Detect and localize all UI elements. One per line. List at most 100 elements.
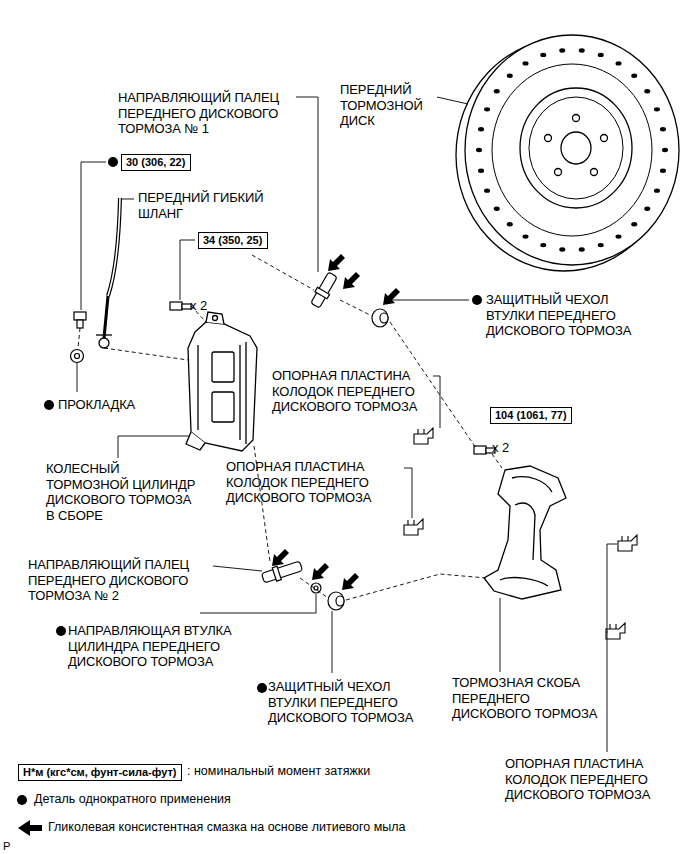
quantity-label-box: x 2 xyxy=(492,440,532,456)
leader-line xyxy=(180,240,195,300)
legend-text: Гликолевая консистентная смазка на основ… xyxy=(48,820,406,834)
grease-arrow xyxy=(328,254,345,271)
caliper-cylinder xyxy=(186,432,205,450)
disc-hole xyxy=(654,188,660,192)
leader-line xyxy=(404,468,412,518)
disc-hole xyxy=(523,61,529,65)
caliper-cylinder xyxy=(198,342,246,444)
disc-hole xyxy=(631,73,637,77)
part-label-box: ПРОКЛАДКА xyxy=(58,397,178,413)
disc-hole xyxy=(494,207,500,211)
bushing-boot xyxy=(336,596,344,606)
disc-hole xyxy=(598,53,604,57)
assembly-line xyxy=(104,348,188,360)
bolt xyxy=(182,304,191,309)
bolt xyxy=(474,446,486,454)
legend-item: : номинальный момент затяжки xyxy=(187,764,370,779)
quantity-label-box: x 2 xyxy=(190,298,230,314)
grease-arrow xyxy=(342,573,359,590)
disc-hole xyxy=(616,61,622,65)
brake-hose xyxy=(104,296,108,338)
part-label-box: НАПРАВЛЯЮЩИЙ ПАЛЕЦ ПЕРЕДНЕГО ДИСКОВОГО Т… xyxy=(28,557,214,604)
gasket xyxy=(71,350,84,363)
leader-line xyxy=(296,97,318,272)
bushing-boot xyxy=(372,309,388,327)
caliper-cylinder xyxy=(212,352,234,382)
brake-disc xyxy=(555,169,562,176)
part-label-box: ПЕРЕДНИЙ ТОРМОЗНОЙ ДИСК xyxy=(340,82,440,129)
leader-line xyxy=(118,436,189,458)
disc-hole xyxy=(478,169,484,173)
guide-pin xyxy=(272,566,281,581)
bushing-boot xyxy=(328,592,344,610)
part-label: НАПРАВЛЯЮЩАЯ ВТУЛКА ЦИЛИНДРА ПЕРЕДНЕГО Д… xyxy=(68,623,232,669)
pad-support-plate xyxy=(404,519,423,535)
part-label-box: ЗАЩИТНЫЙ ЧЕХОЛ ВТУЛКИ ПЕРЕДНЕГО ДИСКОВОГ… xyxy=(486,292,636,339)
one-time-dot xyxy=(44,400,54,410)
torque-value: Н*м (кгс*см, фунт-сила-фут) xyxy=(23,766,177,779)
disc-hole xyxy=(507,73,513,77)
caliper-bracket xyxy=(484,466,566,599)
brake-disc xyxy=(465,35,679,265)
assembly-line xyxy=(492,454,502,468)
part-label: ПЕРЕДНИЙ ГИБКИЙ ШЛАНГ xyxy=(138,190,264,221)
disc-holes xyxy=(476,48,668,251)
leader-line xyxy=(77,363,78,392)
part-label-box: ТОРМОЗНАЯ СКОБА ПЕРЕДНЕГО ДИСКОВОГО ТОРМ… xyxy=(452,675,602,722)
grease-arrow xyxy=(312,563,329,580)
brake-hose xyxy=(99,338,109,348)
bolt xyxy=(170,302,182,310)
legend-text: Деталь однократного применения xyxy=(34,792,231,806)
quantity-label: x 2 xyxy=(492,440,509,455)
leader-line xyxy=(332,611,333,673)
one-time-dot xyxy=(472,295,482,305)
guide-pin xyxy=(261,271,339,585)
part-label: НАПРАВЛЯЮЩИЙ ПАЛЕЦ ПЕРЕДНЕГО ДИСКОВОГО Т… xyxy=(118,90,279,136)
assembly-line xyxy=(340,300,372,316)
leader-line xyxy=(200,594,316,613)
brake-disc xyxy=(591,169,598,176)
disc-hole xyxy=(660,127,666,131)
part-label: ЗАЩИТНЫЙ ЧЕХОЛ ВТУЛКИ ПЕРЕДНЕГО ДИСКОВОГ… xyxy=(268,679,413,725)
leader-line xyxy=(121,199,134,200)
assembly-line xyxy=(252,255,314,290)
disc-hole xyxy=(478,127,484,131)
one-time-dot xyxy=(44,157,482,693)
grease-arrow xyxy=(272,549,289,566)
torque-box: 104 (1061, 77) xyxy=(490,407,572,424)
leader-line xyxy=(437,97,468,104)
bolt xyxy=(74,312,86,320)
bushing-boot xyxy=(380,313,388,323)
gasket xyxy=(71,350,84,363)
disc-hole xyxy=(559,247,565,251)
one-time-dot xyxy=(56,626,66,636)
leader-line xyxy=(213,566,262,571)
disc-hole xyxy=(484,188,490,192)
disc-hole xyxy=(494,89,500,93)
brake-hose xyxy=(96,198,120,348)
disc-hole xyxy=(654,107,660,111)
disc-hole xyxy=(644,89,650,93)
caliper-cylinder xyxy=(213,316,218,321)
leader-line xyxy=(500,598,501,672)
assembly-line xyxy=(78,328,80,348)
brake-disc xyxy=(573,115,580,122)
part-label-box: НАПРАВЛЯЮЩИЙ ПАЛЕЦ ПЕРЕДНЕГО ДИСКОВОГО Т… xyxy=(118,90,304,137)
disc-hole xyxy=(540,243,546,247)
caliper-cylinder xyxy=(206,312,224,324)
legend-text: : номинальный момент затяжки xyxy=(187,764,370,778)
legend-sample xyxy=(17,795,27,805)
pad-support-plate xyxy=(404,428,637,639)
torque-box: Н*м (кгс*см, фунт-сила-фут) xyxy=(18,764,182,781)
grease-arrow xyxy=(383,288,400,305)
part-label-box: ЗАЩИТНЫЙ ЧЕХОЛ ВТУЛКИ ПЕРЕДНЕГО ДИСКОВОГ… xyxy=(268,679,418,726)
brake-disc xyxy=(456,35,679,271)
brake-disc xyxy=(492,64,652,236)
disc-hole xyxy=(523,234,529,238)
part-label: НАПРАВЛЯЮЩИЙ ПАЛЕЦ ПЕРЕДНЕГО ДИСКОВОГО Т… xyxy=(28,557,189,603)
disc-hole xyxy=(660,169,666,173)
assembly-line xyxy=(78,255,502,600)
legend-item: Гликолевая консистентная смазка на основ… xyxy=(48,820,406,835)
